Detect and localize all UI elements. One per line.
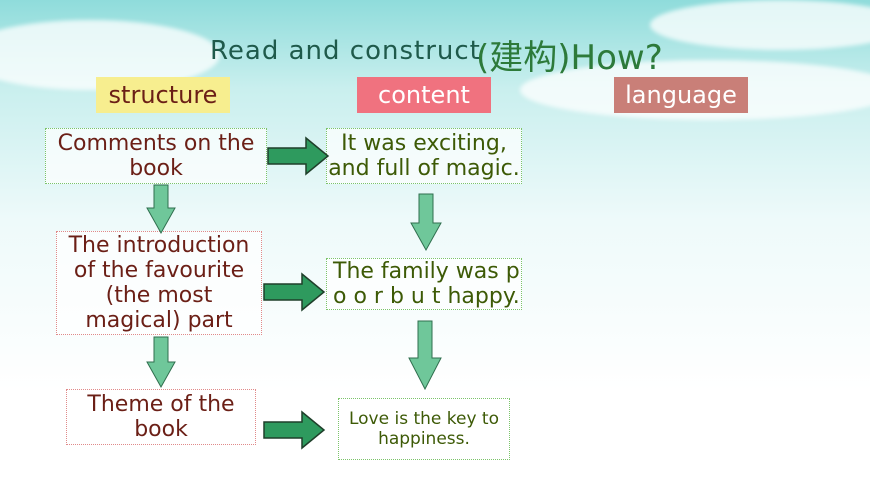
- structure-box-introduction: The introduction of the favourite (the m…: [56, 231, 262, 335]
- language-tag: language: [614, 77, 748, 113]
- down-arrow-icon: [408, 320, 442, 391]
- right-arrow-icon: [267, 136, 330, 176]
- content-box-exciting: It was exciting, and full of magic.: [326, 128, 522, 184]
- down-arrow-icon: [410, 193, 442, 252]
- structure-box-theme: Theme of the book: [66, 389, 256, 445]
- content-box-family: The family was p o o r b u t happy.: [326, 258, 522, 310]
- page-title-overlay: (建构)How?: [476, 38, 663, 78]
- down-arrow-icon: [146, 336, 176, 389]
- structure-tag: structure: [96, 77, 230, 113]
- background-cloud: [650, 0, 870, 50]
- page-title: Read and construct: [210, 36, 481, 66]
- down-arrow-icon: [146, 184, 176, 235]
- right-arrow-icon: [263, 410, 326, 450]
- right-arrow-icon: [263, 272, 326, 312]
- content-tag: content: [357, 77, 491, 113]
- structure-box-comments: Comments on the book: [45, 128, 267, 184]
- content-box-love: Love is the key to happiness.: [338, 398, 510, 460]
